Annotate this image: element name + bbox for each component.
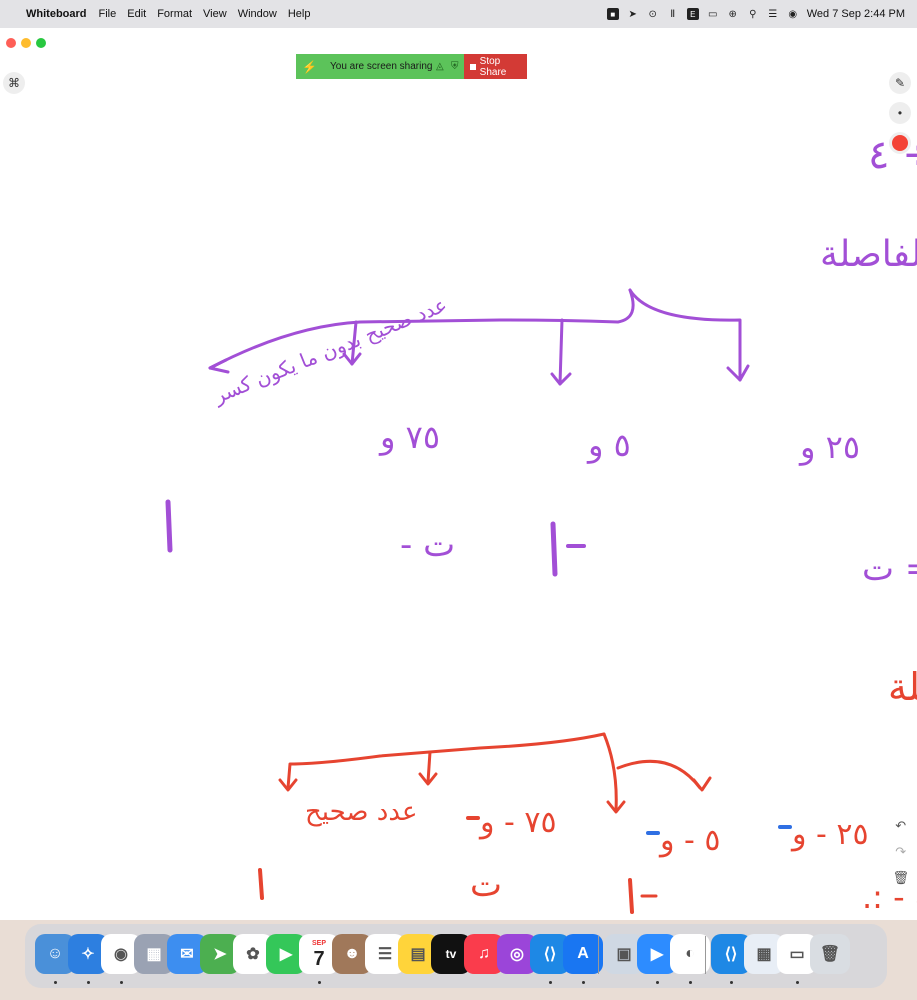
purple-strokes [165,288,750,577]
red-brace [286,732,606,790]
command-icon[interactable]: ⌘ [3,72,25,94]
menu-window[interactable]: Window [237,8,277,20]
history-controls: ↶ ↷ 🗑 [892,818,909,886]
dock-running-indicator [656,981,659,984]
dock-running-indicator [87,981,90,984]
menu-format[interactable]: Format [157,8,193,20]
dock-app-store-icon[interactable]: A [563,934,603,974]
dock-app-icon[interactable]: 🗑 [810,934,850,974]
calendar-day: 7 [313,947,325,970]
dock-separator [705,936,706,974]
battery-icon[interactable]: ▭ [708,8,718,20]
dock-separator [598,936,599,974]
redo-icon[interactable]: ↷ [895,844,907,859]
share-status[interactable]: ⚡ You are screen sharing ◬ ⛨ [296,54,464,79]
zoom-status-icon[interactable]: ■ [606,8,619,20]
calendar-month: SEP [311,939,326,947]
dock-running-indicator [582,981,585,984]
purple-answer: الاختيار = ت [862,549,917,589]
location-icon[interactable]: ➤ [628,8,637,20]
screen-share-banner: ⚡ You are screen sharing ◬ ⛨ Stop Share [296,54,527,79]
tuning-icon[interactable]: Ⅱ [670,8,676,20]
red-leftmost-label: عدد صحيح [305,797,418,827]
dock-running-indicator [549,981,552,984]
purple-result-t: ت - [400,525,455,565]
purple-item-5: ٥ و [586,426,631,464]
pen-icon[interactable]: ✎ [889,72,911,94]
stop-share-label: Stop Share [479,55,507,78]
tool-palette: ✎ • [889,72,911,154]
close-icon[interactable] [6,38,16,48]
purple-brace [208,288,635,370]
clock[interactable]: Wed 7 Sep 2:44 PM [806,8,905,20]
search-icon[interactable]: ⚲ [749,8,757,20]
red-item-75: ٧٥ - و [478,805,557,840]
share-status-text: You are screen sharing [330,61,433,72]
purple-branch-left [350,320,358,366]
trash-icon[interactable]: 🗑 [892,870,909,885]
bolt-icon: ⚡ [302,59,317,74]
stop-icon [470,63,476,70]
dock-running-indicator [120,981,123,984]
red-result-t: ت [470,865,502,905]
menu-view[interactable]: View [203,8,227,20]
purple-branch-mid [558,318,564,386]
red-result-answer: ت - :. [862,878,917,916]
menu-bar: Whiteboard File Edit Format View Window … [0,0,917,28]
menu-file[interactable]: File [98,8,117,20]
menu-edit[interactable]: Edit [127,8,147,20]
purple-item-75: ٧٥ و [378,418,440,456]
red-item-25: ٢٥ - و [790,817,869,852]
signal-icon[interactable]: ◬ [436,61,444,72]
e-badge-icon[interactable]: E [686,8,699,20]
dock-running-indicator [796,981,799,984]
purple-branch-right [628,288,742,382]
screen-mirror-icon[interactable]: ⊕ [728,8,737,20]
shield-icon[interactable]: ⛨ [451,61,459,72]
siri-icon[interactable]: ◉ [788,8,798,20]
stop-share-button[interactable]: Stop Share [464,54,527,79]
red-heading: لو الاس سالب ÷ ٤ ونلاحظ الا بعد الفاصلة [888,665,917,710]
stroke-size-icon[interactable]: • [889,102,911,124]
drawing-canvas[interactable]: لو الأس موجب ÷ ٤ ونلاحظ الى بعد الفاصلة … [0,28,917,920]
status-area: ■ ➤ ⊙ Ⅱ E ▭ ⊕ ⚲ ☰ ◉ Wed 7 Sep 2:44 PM [606,0,905,28]
blue-minus-marks [466,816,792,835]
purple-one [165,499,173,553]
undo-icon[interactable]: ↶ [895,818,907,833]
purple-line2: ونلاحظ الى بعد الفاصلة [820,234,917,275]
window-controls [6,38,46,48]
purple-item-25: ٢٥ و [798,428,860,466]
dock-running-indicator [318,981,321,984]
dock-running-indicator [689,981,692,984]
control-center-icon[interactable]: ☰ [768,8,778,20]
play-icon[interactable]: ⊙ [648,8,657,20]
dock-colors-icon[interactable]: ◐ [670,934,710,974]
dock-running-indicator [54,981,57,984]
purple-heading: لو الأس موجب ÷ ٤ [868,129,917,178]
color-picker-icon[interactable] [889,132,911,154]
dock-running-indicator [730,981,733,984]
minimize-icon[interactable] [21,38,31,48]
whiteboard-window: ⌘ ✎ • ↶ ↷ 🗑 لو الأس موجب ÷ ٤ ونلاحظ الى … [0,28,917,920]
maximize-icon[interactable] [36,38,46,48]
menu-help[interactable]: Help [287,8,311,20]
app-name-menu[interactable]: Whiteboard [26,8,87,20]
red-strokes [258,732,712,914]
red-item-5: ٥ - و [658,823,721,858]
